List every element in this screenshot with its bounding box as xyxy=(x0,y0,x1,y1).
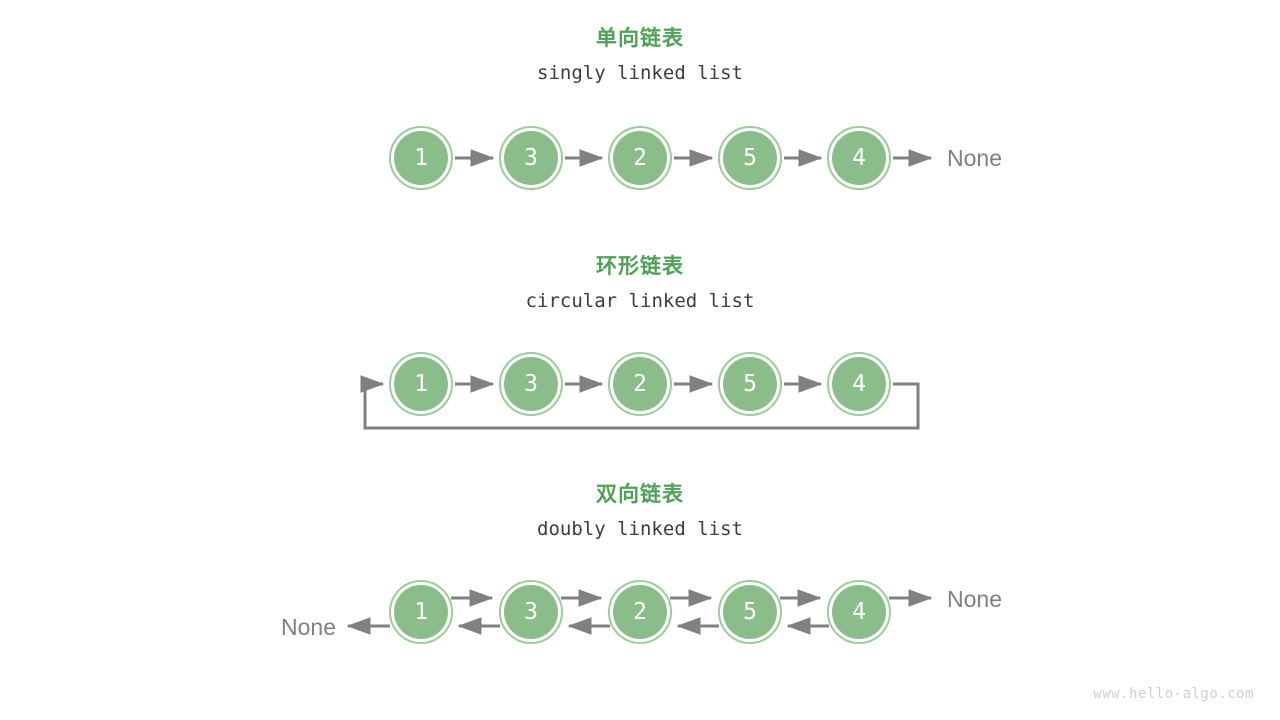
section-title-cn-circular: 环形链表 xyxy=(596,255,684,278)
list-node: 4 xyxy=(827,580,891,644)
loop-back-arrow xyxy=(360,375,920,430)
watermark: www.hello-algo.com xyxy=(1093,686,1254,702)
section-title-cn-singly: 单向链表 xyxy=(596,27,684,50)
list-node: 5 xyxy=(718,352,782,416)
list-node: 3 xyxy=(499,126,563,190)
node-value: 1 xyxy=(414,599,428,625)
list-node: 5 xyxy=(718,126,782,190)
node-value: 4 xyxy=(852,371,866,397)
node-value: 1 xyxy=(414,371,428,397)
section-title-en-doubly: doubly linked list xyxy=(537,518,743,540)
list-node: 5 xyxy=(718,580,782,644)
list-node: 1 xyxy=(389,126,453,190)
tail-none-label: None xyxy=(947,145,1002,171)
section-title-cn-doubly: 双向链表 xyxy=(596,483,684,506)
list-node: 2 xyxy=(608,352,672,416)
head-none-label: None xyxy=(281,614,336,640)
singly-linked-list-nodes: 1 3 2 5 4 None xyxy=(389,126,1002,190)
node-value: 5 xyxy=(743,145,757,171)
node-value: 5 xyxy=(743,599,757,625)
circular-linked-list-nodes: 1 3 2 5 4 xyxy=(360,352,920,430)
section-doubly-linked-list: 双向链表 doubly linked list xyxy=(0,482,1280,542)
section-singly-linked-list: 单向链表 singly linked list xyxy=(0,26,1280,86)
node-value: 2 xyxy=(633,599,647,625)
section-title-en-circular: circular linked list xyxy=(525,290,755,312)
list-node: 1 xyxy=(389,352,453,416)
node-value: 4 xyxy=(852,599,866,625)
node-value: 4 xyxy=(852,145,866,171)
list-node: 4 xyxy=(827,126,891,190)
node-value: 3 xyxy=(524,371,538,397)
list-node: 2 xyxy=(608,126,672,190)
node-value: 3 xyxy=(524,599,538,625)
section-title-en-singly: singly linked list xyxy=(537,62,743,84)
node-value: 3 xyxy=(524,145,538,171)
section-circular-linked-list: 环形链表 circular linked list xyxy=(0,254,1280,314)
list-node: 3 xyxy=(499,352,563,416)
tail-none-label: None xyxy=(947,586,1002,612)
node-value: 1 xyxy=(414,145,428,171)
list-node: 2 xyxy=(608,580,672,644)
node-value: 2 xyxy=(633,145,647,171)
list-node: 4 xyxy=(827,352,891,416)
node-value: 5 xyxy=(743,371,757,397)
doubly-linked-list-nodes: 1 3 2 5 4 None None xyxy=(281,580,1002,644)
list-node: 1 xyxy=(389,580,453,644)
list-node: 3 xyxy=(499,580,563,644)
node-value: 2 xyxy=(633,371,647,397)
